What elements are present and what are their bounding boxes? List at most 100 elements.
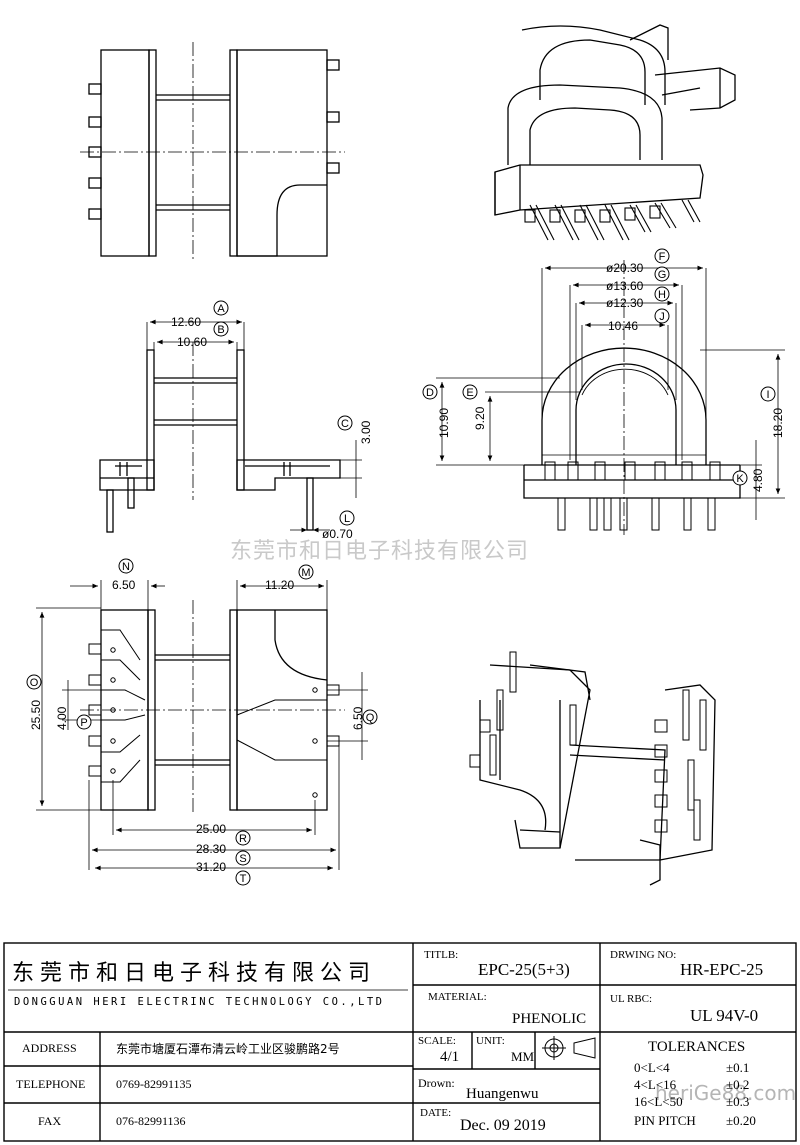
tag-k: K <box>732 470 748 486</box>
dim-t: 31.20 <box>196 860 226 874</box>
company-name-cn: 东莞市和日电子科技有限公司 <box>12 961 377 986</box>
svg-text:K: K <box>736 473 744 485</box>
unit-value: MM <box>511 1049 535 1064</box>
drawn-label: Drown: <box>418 1076 455 1090</box>
drawn-value: Huangenwu <box>466 1086 539 1102</box>
dim-n: 6.50 <box>112 578 136 592</box>
date-label: DATE: <box>420 1107 452 1119</box>
svg-text:O: O <box>30 677 39 689</box>
dim-o: 25.50 <box>29 700 43 730</box>
tolerance-row-value: ±0.2 <box>726 1077 750 1092</box>
telephone-label: TELEPHONE <box>16 1077 86 1091</box>
tag-a: A <box>213 300 229 316</box>
svg-text:S: S <box>239 853 246 865</box>
dim-d: 10.90 <box>437 408 451 438</box>
tolerances-title: TOLERANCES <box>648 1039 746 1055</box>
material-label: MATERIAL: <box>428 991 487 1003</box>
tolerance-row-range: 4<L<16 <box>634 1077 677 1092</box>
svg-text:N: N <box>122 561 130 573</box>
bottom-view <box>36 580 368 871</box>
tag-e: E <box>462 384 478 400</box>
svg-text:R: R <box>239 833 247 845</box>
svg-text:M: M <box>301 567 310 579</box>
tag-m: M <box>298 564 314 580</box>
fax-value: 076-82991136 <box>116 1114 186 1128</box>
svg-text:J: J <box>659 311 665 323</box>
ul-label: UL RBC: <box>610 993 653 1005</box>
plan-view-top <box>80 42 345 262</box>
watermark-text: 东莞市和日电子科技有限公司 <box>230 539 530 564</box>
dim-l: ø0.70 <box>322 527 353 541</box>
tag-b: B <box>213 321 229 337</box>
svg-text:B: B <box>217 324 224 336</box>
svg-text:T: T <box>240 873 247 885</box>
tag-o: O <box>26 674 42 690</box>
tag-g: G <box>654 266 670 282</box>
telephone-value: 0769-82991135 <box>116 1077 192 1091</box>
svg-text:C: C <box>341 418 349 430</box>
isometric-view-bottom <box>469 651 716 886</box>
svg-text:A: A <box>217 303 225 315</box>
dim-a: 12.60 <box>171 315 201 329</box>
date-value: Dec. 09 2019 <box>460 1117 546 1134</box>
dim-p: 4.00 <box>55 706 69 730</box>
svg-text:L: L <box>344 513 350 525</box>
tag-t: T <box>235 870 251 886</box>
svg-text:G: G <box>658 269 667 281</box>
title-value: EPC-25(5+3) <box>478 960 570 979</box>
tolerance-row-range: 0<L<4 <box>634 1060 670 1075</box>
tag-c: C <box>337 415 353 431</box>
material-value: PHENOLIC <box>512 1011 587 1027</box>
dim-f: ø20.30 <box>606 261 644 275</box>
tolerance-row-range: PIN PITCH <box>634 1113 696 1128</box>
tag-j: J <box>654 308 670 324</box>
tolerance-row-value: ±0.3 <box>726 1094 750 1109</box>
tag-d: D <box>422 384 438 400</box>
drawing-no-label: DRWING NO: <box>610 949 677 961</box>
svg-text:H: H <box>658 289 666 301</box>
svg-text:F: F <box>659 251 666 263</box>
tag-f: F <box>654 248 670 264</box>
dim-s: 28.30 <box>196 842 226 856</box>
tag-q: Q <box>362 709 378 725</box>
drawing-no-value: HR-EPC-25 <box>680 960 764 979</box>
projection-symbol-icon <box>542 1036 596 1060</box>
tag-n: N <box>118 558 134 574</box>
dimension-labels: 12.60 10.60 3.00 ø0.70 ø20.30 ø13.60 ø12… <box>29 261 785 874</box>
dim-b: 10.60 <box>177 335 207 349</box>
dim-e: 9.20 <box>473 406 487 430</box>
dim-m: 11.20 <box>265 578 294 592</box>
address-value: 东莞市塘厦石潭布清云岭工业区骏鹏路2号 <box>116 1042 340 1056</box>
dim-q: 6.50 <box>351 706 365 730</box>
svg-text:I: I <box>766 389 769 401</box>
tag-h: H <box>654 286 670 302</box>
svg-text:P: P <box>80 717 87 729</box>
dim-i: 18.20 <box>771 408 785 438</box>
side-view <box>436 260 785 535</box>
dim-j: 10.46 <box>608 319 638 333</box>
unit-label: UNIT: <box>476 1035 505 1047</box>
svg-text:D: D <box>426 387 434 399</box>
title-block-frame <box>3 942 797 1142</box>
tag-p: P <box>76 714 92 730</box>
fax-label: FAX <box>38 1114 62 1128</box>
dim-r: 25.00 <box>196 822 226 836</box>
svg-text:Q: Q <box>366 712 375 724</box>
dim-g: ø13.60 <box>606 279 644 293</box>
dim-k: 4.80 <box>751 468 765 492</box>
address-label: ADDRESS <box>22 1041 77 1055</box>
tag-l: L <box>339 510 355 526</box>
ul-value: UL 94V-0 <box>690 1006 759 1025</box>
dim-c: 3.00 <box>359 420 373 444</box>
dim-h: ø12.30 <box>606 296 644 310</box>
title-label: TITLB: <box>424 949 459 961</box>
isometric-view-top <box>494 24 736 241</box>
watermark-url: heriGe88.com <box>655 1081 797 1105</box>
tag-s: S <box>235 850 251 866</box>
tolerance-row-range: 16<L<50 <box>634 1094 683 1109</box>
tag-r: R <box>235 830 251 846</box>
tag-i: I <box>760 386 776 402</box>
svg-text:E: E <box>466 387 473 399</box>
tolerance-row-value: ±0.1 <box>726 1060 750 1075</box>
company-name-en: DONGGUAN HERI ELECTRINC TECHNOLOGY CO.,L… <box>14 996 385 1008</box>
